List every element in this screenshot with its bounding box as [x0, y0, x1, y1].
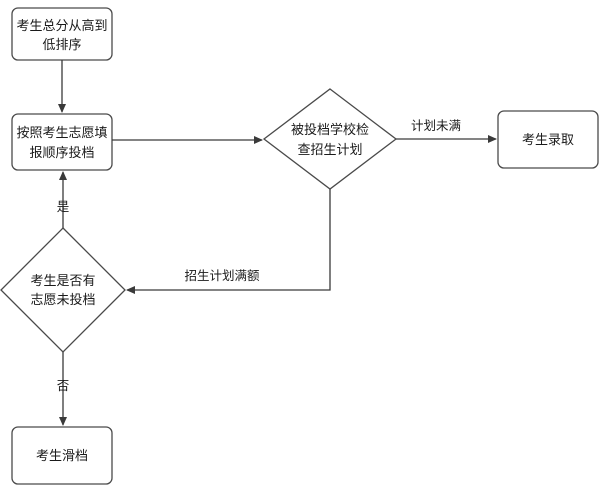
edge-label-yes: 是	[57, 199, 70, 214]
sort-label-1: 考生总分从高到	[16, 18, 107, 34]
fail-label: 考生滑档	[36, 449, 88, 464]
fail-node	[11, 426, 113, 485]
decide-label-2: 志愿未投档	[30, 292, 95, 308]
decide-node	[0, 227, 126, 353]
admit-node	[497, 110, 599, 169]
edge-check-to-decide	[126, 189, 331, 294]
check-label-2: 查招生计划	[297, 143, 362, 158]
submit-label-1: 按照考生志愿填	[16, 126, 107, 141]
admit-label: 考生录取	[522, 133, 574, 148]
submit-node	[11, 113, 113, 171]
sort-label-2: 低排序	[42, 38, 81, 53]
check-label-1: 被投档学校检	[291, 122, 369, 138]
edge-label-no: 否	[57, 378, 70, 393]
edge-label-not-full: 计划未满	[411, 118, 461, 133]
check-node	[262, 88, 398, 190]
submit-label-2: 报顺序投档	[29, 145, 94, 161]
edge-label-full: 招生计划满额	[184, 268, 260, 283]
decide-label-1: 考生是否有	[30, 274, 95, 289]
